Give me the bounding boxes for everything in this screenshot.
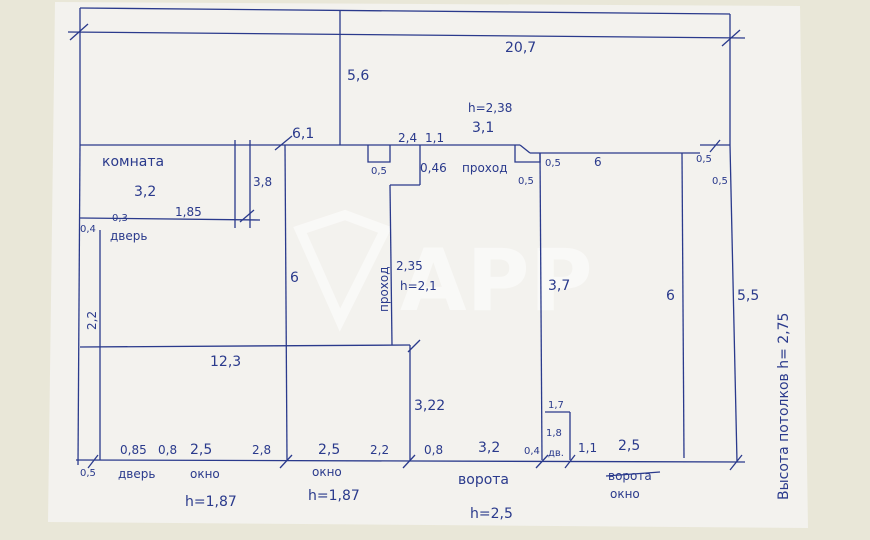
label-seg-1-8: 1,8 bbox=[546, 428, 562, 439]
label-seg-2-2: 2,2 bbox=[370, 443, 389, 457]
label-seg-0-5-e: 0,5 bbox=[712, 176, 728, 187]
label-seg-0-5-d: 0,5 bbox=[696, 154, 712, 165]
label-room: комната bbox=[102, 154, 164, 170]
label-seg-2-5-a: 2,5 bbox=[190, 442, 212, 458]
label-seg-0-8-b: 0,8 bbox=[424, 443, 443, 457]
label-seg-1-85: 1,85 bbox=[175, 205, 202, 219]
label-seg-1-1-b: 1,1 bbox=[578, 441, 597, 455]
label-seg-6-top: 6 bbox=[594, 155, 602, 169]
label-seg-1-7: 1,7 bbox=[548, 400, 564, 411]
watermark-logo bbox=[293, 209, 392, 332]
label-seg-2-4: 2,4 bbox=[398, 131, 417, 145]
label-seg-12-3: 12,3 bbox=[210, 354, 241, 370]
label-seg-0-3: 0,3 bbox=[112, 213, 128, 224]
label-height-2-38: h=2,38 bbox=[468, 101, 512, 115]
label-height-left: 2,2 bbox=[85, 311, 99, 330]
label-window-a: окно bbox=[190, 467, 220, 481]
label-passage-mid: проход bbox=[377, 266, 391, 312]
label-room-width: 3,2 bbox=[134, 184, 156, 200]
label-seg-0-46: 0,46 bbox=[420, 161, 447, 175]
label-door-top: дверь bbox=[110, 229, 147, 243]
label-passage-top: проход bbox=[462, 161, 508, 175]
label-seg-2-8: 2,8 bbox=[252, 443, 271, 457]
label-seg-0-4-b: 0,4 bbox=[524, 446, 540, 457]
label-door-bottom: дверь bbox=[118, 467, 155, 481]
label-seg-0-4: 0,4 bbox=[80, 224, 96, 235]
label-seg-2-35: 2,35 bbox=[396, 259, 423, 273]
label-h-1-87-a: h=1,87 bbox=[185, 494, 237, 510]
label-seg-0-5-c: 0,5 bbox=[545, 158, 561, 169]
watermark-text: APP bbox=[400, 231, 593, 331]
label-room-height: 3,8 bbox=[253, 175, 272, 189]
label-window-c: окно bbox=[610, 487, 640, 501]
label-gate: ворота bbox=[458, 472, 509, 488]
plan-lines bbox=[67, 7, 746, 471]
label-ceiling-height: Высота потолков h= 2,75 bbox=[776, 313, 792, 500]
label-seg-0-8-a: 0,8 bbox=[158, 443, 177, 457]
label-total-width: 20,7 bbox=[505, 40, 536, 56]
label-seg-6-right: 6 bbox=[666, 288, 675, 304]
label-seg-0-5-a: 0,5 bbox=[371, 166, 387, 177]
label-seg-5-5: 5,5 bbox=[737, 288, 759, 304]
label-window-b: окно bbox=[312, 465, 342, 479]
label-seg-3-2-b: 3,2 bbox=[478, 440, 500, 456]
label-seg-0-5-bottom: 0,5 bbox=[80, 468, 96, 479]
label-seg-6-1: 6,1 bbox=[292, 126, 314, 142]
label-seg-3-22: 3,22 bbox=[414, 398, 445, 414]
label-seg-1-1: 1,1 bbox=[425, 131, 444, 145]
strike-line bbox=[605, 471, 661, 477]
label-seg-0-5-b: 0,5 bbox=[518, 176, 534, 187]
label-top-height: 5,6 bbox=[347, 68, 369, 84]
label-seg-3-1: 3,1 bbox=[472, 120, 494, 136]
label-gate-struck: ворота bbox=[608, 469, 652, 483]
label-seg-2-5-b: 2,5 bbox=[318, 442, 340, 458]
label-seg-3-7: 3,7 bbox=[548, 278, 570, 294]
label-h-1-87-b: h=1,87 bbox=[308, 488, 360, 504]
label-door-small: дв. bbox=[548, 448, 564, 459]
label-seg-6-mid: 6 bbox=[290, 270, 299, 286]
paper-sheet bbox=[48, 2, 808, 528]
label-seg-0-85: 0,85 bbox=[120, 443, 147, 457]
label-seg-2-5-c: 2,5 bbox=[618, 438, 640, 454]
label-height-2-1: h=2,1 bbox=[400, 279, 437, 293]
label-h-2-5: h=2,5 bbox=[470, 506, 513, 522]
